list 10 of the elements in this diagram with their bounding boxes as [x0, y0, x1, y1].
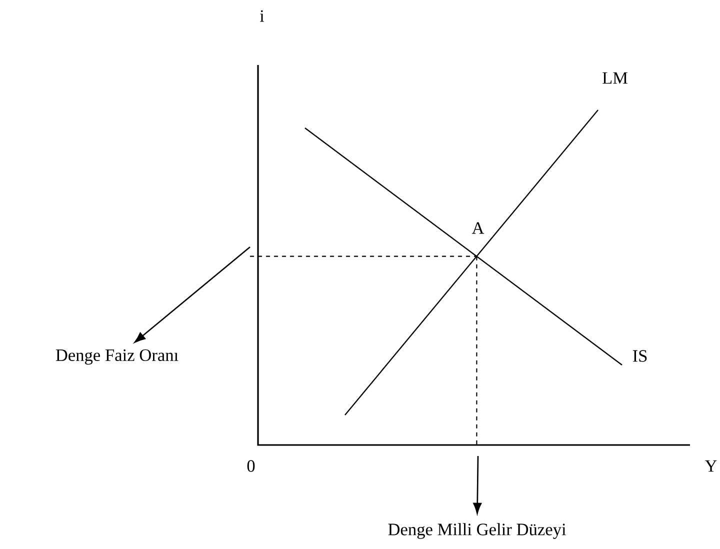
axis-label: IS: [632, 350, 647, 362]
axis-label: Y: [704, 460, 717, 472]
axis-caption: Denge Faiz Oranı: [56, 349, 178, 365]
axis-label: 0: [247, 460, 255, 472]
arrow: [134, 246, 250, 343]
axis-label: i: [260, 10, 264, 22]
axis-label: LM: [602, 72, 628, 84]
arrow: [473, 456, 482, 514]
axis-label: A: [472, 222, 484, 234]
axis-caption: Denge Milli Gelir Düzeyi: [388, 523, 566, 539]
